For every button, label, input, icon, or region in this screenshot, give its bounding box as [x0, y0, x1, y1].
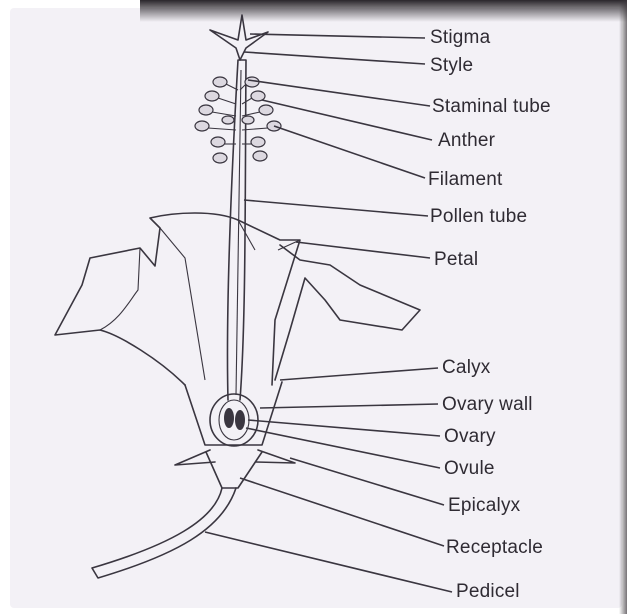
label-staminal-tube: Staminal tube	[432, 97, 551, 116]
label-receptacle: Receptacle	[446, 538, 543, 557]
pollen-tube-line	[236, 70, 241, 395]
ovule-left	[224, 408, 234, 428]
petal-right	[275, 245, 420, 380]
label-style: Style	[430, 56, 473, 75]
petal-left	[55, 213, 300, 385]
calyx-shape	[185, 382, 282, 445]
label-epicalyx: Epicalyx	[448, 496, 520, 515]
epicalyx-shape	[175, 450, 295, 465]
pedicel-shape	[92, 488, 236, 578]
label-filament: Filament	[428, 170, 502, 189]
label-calyx: Calyx	[442, 358, 491, 377]
leader-lines	[205, 34, 452, 592]
label-petal: Petal	[434, 250, 478, 269]
label-ovary: Ovary	[444, 427, 496, 446]
label-pollen-tube: Pollen tube	[430, 207, 527, 226]
label-ovary-wall: Ovary wall	[442, 395, 533, 414]
label-stigma: Stigma	[430, 28, 490, 47]
label-anther: Anther	[438, 131, 495, 150]
label-pedicel: Pedicel	[456, 582, 520, 601]
ovule-right	[235, 410, 245, 430]
petal-vein-left	[100, 248, 140, 330]
label-ovule: Ovule	[444, 459, 495, 478]
